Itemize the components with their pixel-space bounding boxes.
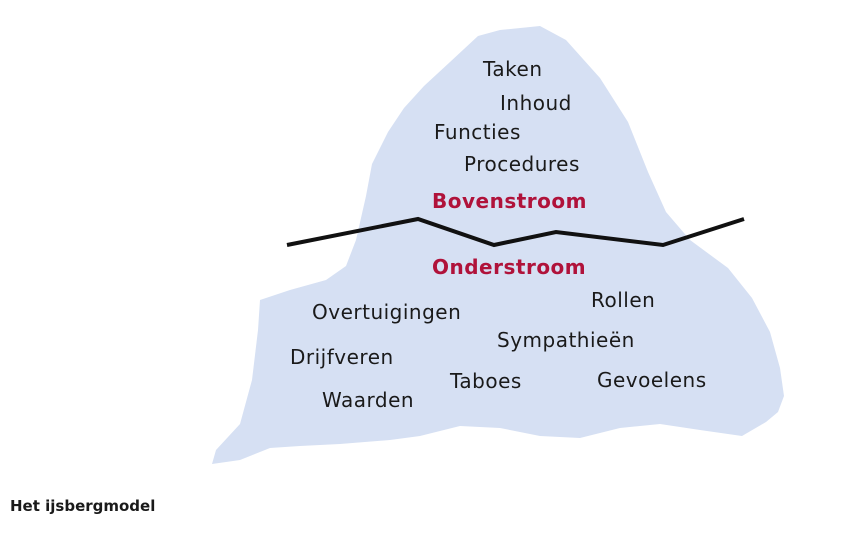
item-functies: Functies — [434, 120, 521, 144]
item-inhoud: Inhoud — [500, 91, 572, 115]
waterline — [286, 216, 745, 248]
heading-onderstroom: Onderstroom — [432, 255, 587, 279]
item-sympathieen: Sympathieën — [497, 328, 635, 352]
item-taken: Taken — [483, 57, 543, 81]
heading-bovenstroom: Bovenstroom — [432, 189, 587, 213]
item-taboes: Taboes — [450, 369, 522, 393]
item-overtuigingen: Overtuigingen — [312, 300, 462, 324]
item-waarden: Waarden — [322, 388, 415, 412]
item-drijfveren: Drijfveren — [290, 345, 394, 369]
item-procedures: Procedures — [464, 152, 580, 176]
item-rollen: Rollen — [591, 288, 656, 312]
diagram-caption: Het ijsbergmodel — [10, 497, 156, 515]
item-gevoelens: Gevoelens — [597, 368, 707, 392]
